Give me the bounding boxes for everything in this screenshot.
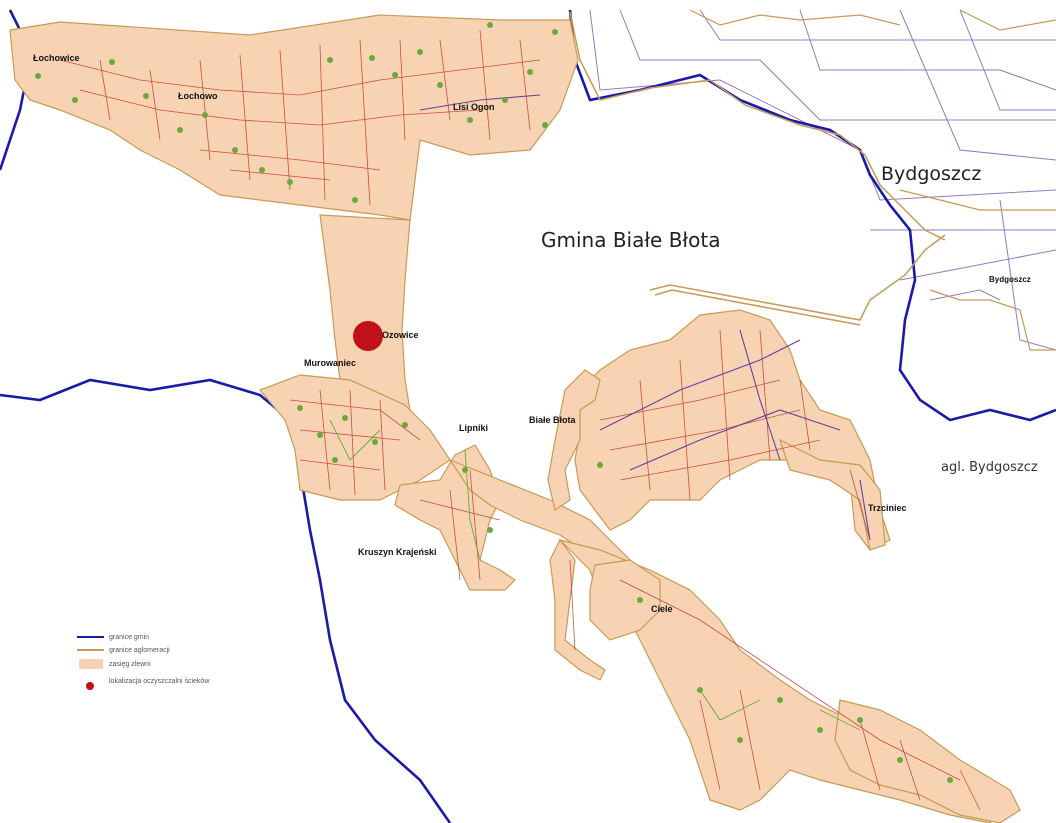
- zlewnia-north: [9, 14, 579, 221]
- label-biale-blota: Białe Błota: [529, 415, 577, 425]
- legend: granice gmin granice aglomeracji zasięg …: [77, 634, 210, 690]
- bydgoszcz-network-tan: [689, 9, 1056, 351]
- treatment-plant-marker[interactable]: [353, 321, 383, 351]
- legend-swatch-oczyszczalnia: [86, 682, 94, 690]
- legend-label-gmina: granice gmin: [109, 634, 149, 641]
- zlewnia-trzciniec: [778, 438, 886, 551]
- label-lochowice: Łochowice: [33, 53, 80, 63]
- sewer-network-green: [329, 419, 861, 731]
- pump-stations: [35, 22, 953, 783]
- label-gmina-biale-blota: Gmina Białe Błota: [541, 228, 720, 252]
- label-agl-bydgoszcz: agl. Bydgoszcz: [941, 460, 1038, 475]
- sewer-network-purple: [419, 94, 871, 541]
- sewer-network-red: [59, 29, 981, 811]
- zlewnia-sw-arm: [549, 538, 606, 681]
- label-lisi-ogon: Lisi Ogon: [453, 102, 495, 112]
- aglomeracja-border: [569, 11, 946, 326]
- label-lipniki: Lipniki: [459, 423, 488, 433]
- label-murowaniec: Murowaniec: [304, 358, 356, 368]
- legend-swatch-zlewnia: [79, 659, 103, 669]
- label-bydgoszcz-small: Bydgoszcz: [989, 275, 1031, 284]
- legend-label-aglomeracja: granice aglomeracji: [109, 647, 170, 654]
- label-ozowice: Ozowice: [382, 330, 419, 340]
- zlewnia-se-blob: [834, 699, 1021, 823]
- legend-label-zlewnia: zasięg zlewni: [109, 661, 151, 668]
- bydgoszcz-network: [589, 9, 1056, 351]
- label-lochowo: Łochowo: [178, 91, 218, 101]
- zlewnia-ciele-block: [589, 559, 661, 641]
- label-ciele: Ciele: [651, 604, 673, 614]
- label-kruszyn-krajenski: Kruszyn Krajeński: [358, 547, 437, 557]
- zlewnia-bb-west: [547, 369, 601, 511]
- label-bydgoszcz: Bydgoszcz: [881, 163, 981, 185]
- legend-label-oczyszczalnia: lokalizacja oczyszczalni ścieków: [109, 678, 210, 685]
- label-trzciniec: Trzciniec: [868, 503, 907, 513]
